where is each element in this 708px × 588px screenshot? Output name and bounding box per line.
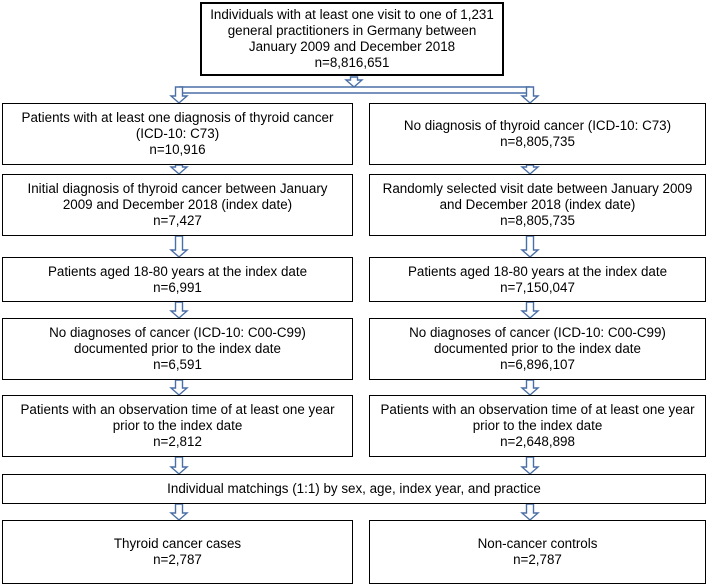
box-text-line: n=7,427 [153, 213, 202, 228]
controls-step-5-box: Patients with an observation time of at … [369, 395, 706, 457]
box-text-line: n=10,916 [149, 142, 206, 157]
box-text-line: n=8,805,735 [500, 213, 575, 228]
controls-step-1-box: No diagnosis of thyroid cancer (ICD-10: … [369, 103, 706, 165]
box-text-line: n=6,991 [153, 279, 202, 295]
box-text-line: prior to the index date [112, 418, 243, 433]
box-text-line: Thyroid cancer cases [113, 536, 242, 551]
box-text-line: documented prior to the index date [434, 341, 641, 356]
down-arrow [169, 456, 189, 475]
down-arrow [520, 379, 540, 396]
box-text-line: Patients aged 18-80 years at the index d… [47, 263, 308, 279]
box-text-line: Patients with an observation time of at … [20, 402, 335, 417]
box-text-line: n=6,591 [153, 357, 202, 372]
box-text-line: Individuals with at least one visit to o… [210, 7, 494, 22]
down-arrow [520, 503, 540, 521]
box-text-line: n=2,787 [153, 552, 202, 567]
cases-step-3-box: Patients aged 18-80 years at the index d… [2, 257, 353, 302]
box-text-line: Patients aged 18-80 years at the index d… [407, 263, 668, 279]
box-text-line: 2009 and December 2018 (index date) [62, 197, 293, 212]
box-text-line: n=8,816,651 [314, 55, 390, 70]
box-text-line: prior to the index date [472, 418, 603, 433]
box-text-line: Individual matchings (1:1) by sex, age, … [167, 481, 541, 496]
cases-step-2-box: Initial diagnosis of thyroid cancer betw… [2, 174, 353, 236]
down-arrow [169, 379, 189, 396]
box-text-line: (ICD-10: C73) [135, 126, 220, 141]
matching-box: Individual matchings (1:1) by sex, age, … [2, 474, 706, 504]
box-text-line: n=8,805,735 [500, 134, 575, 149]
box-text-line: No diagnoses of cancer (ICD-10: C00-C99) [409, 325, 666, 340]
final-controls-box: Non-cancer controls n=2,787 [369, 520, 706, 584]
box-text-line: n=2,787 [513, 552, 562, 567]
down-arrow [520, 456, 540, 475]
box-text-line: No diagnoses of cancer (ICD-10: C00-C99) [49, 325, 306, 340]
box-text-line: January 2009 and December 2018 [248, 39, 456, 54]
controls-step-4-box: No diagnoses of cancer (ICD-10: C00-C99)… [369, 318, 706, 380]
down-arrow [520, 235, 540, 258]
box-text-line: Non-cancer controls [477, 536, 598, 551]
down-arrow [520, 301, 540, 319]
down-arrow [344, 76, 364, 88]
box-text-line: n=2,648,898 [500, 434, 575, 449]
down-arrow [520, 164, 540, 175]
box-text-line: documented prior to the index date [74, 341, 281, 356]
box-text-line: general practitioners in Germany between [227, 23, 477, 38]
box-text-line: Randomly selected visit date between Jan… [382, 181, 693, 196]
down-arrow [169, 301, 189, 319]
final-cases-box: Thyroid cancer cases n=2,787 [2, 520, 353, 584]
down-arrow [169, 235, 189, 258]
cases-step-4-box: No diagnoses of cancer (ICD-10: C00-C99)… [2, 318, 353, 380]
controls-step-2-box: Randomly selected visit date between Jan… [369, 174, 706, 236]
box-text-line: n=7,150,047 [500, 279, 575, 295]
box-text-line: and December 2018 (index date) [439, 197, 636, 212]
down-arrow [169, 164, 189, 175]
box-text-line: No diagnosis of thyroid cancer (ICD-10: … [403, 118, 672, 133]
box-text-line: Initial diagnosis of thyroid cancer betw… [27, 181, 328, 196]
controls-step-3-box: Patients aged 18-80 years at the index d… [369, 257, 706, 302]
source-population-box: Individuals with at least one visit to o… [200, 2, 504, 76]
box-text-line: Patients with an observation time of at … [380, 402, 695, 417]
box-text-line: Patients with at least one diagnosis of … [21, 110, 334, 125]
down-arrow [520, 86, 540, 104]
box-text-line: n=6,896,107 [500, 357, 575, 372]
down-arrow [169, 86, 189, 104]
box-text-line: n=2,812 [153, 434, 202, 449]
cases-step-5-box: Patients with an observation time of at … [2, 395, 353, 457]
cases-step-1-box: Patients with at least one diagnosis of … [2, 103, 353, 165]
down-arrow [169, 503, 189, 521]
